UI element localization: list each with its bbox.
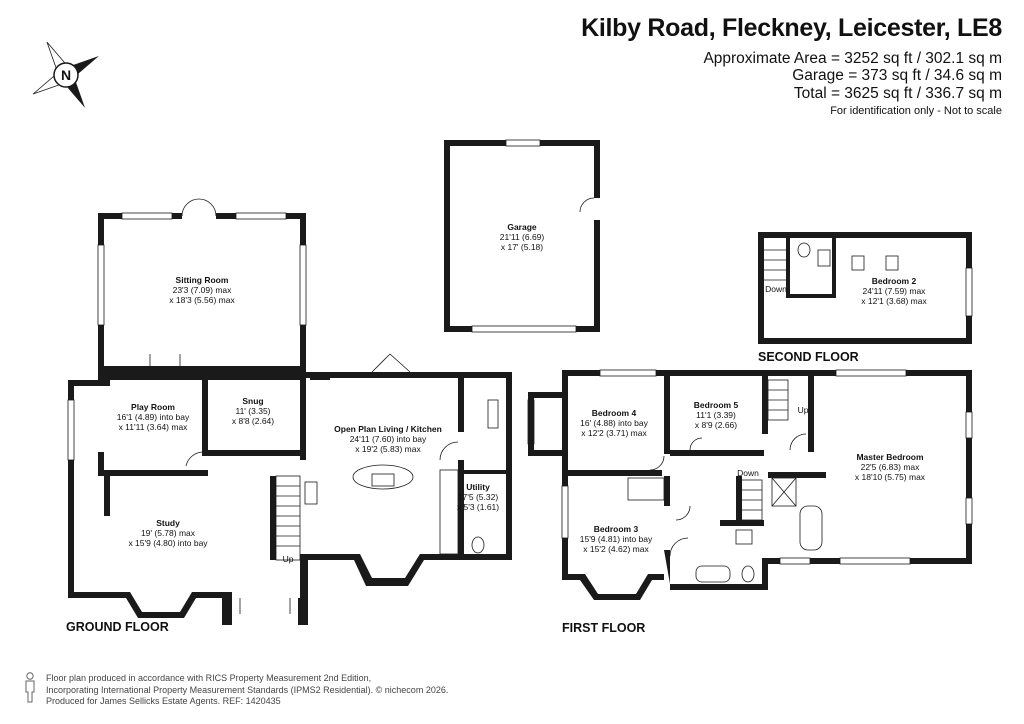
approximate-area: Approximate Area = 3252 sq ft / 302.1 sq…: [703, 50, 1002, 67]
stair-down-label: Down: [765, 284, 787, 294]
garage-area: Garage = 373 sq ft / 34.6 sq m: [792, 67, 1002, 84]
room-dimension: x 17' (5.18): [501, 242, 543, 252]
room-dimension: 19' (5.78) max: [141, 528, 196, 538]
room-bedroom-2: Bedroom 2 24'11 (7.59) max x 12'1 (3.68)…: [861, 276, 927, 306]
room-name: Play Room: [131, 402, 175, 412]
room-master-bedroom: Master Bedroom 22'5 (6.83) max x 18'10 (…: [855, 452, 926, 482]
room-dimension: x 19'2 (5.83) max: [355, 444, 421, 454]
room-dimension: 23'3 (7.09) max: [173, 285, 233, 295]
stair-up-label: Up: [798, 405, 809, 415]
stair-up-label: Up: [283, 554, 294, 564]
person-icon: [25, 672, 35, 703]
room-play-room: Play Room 16'1 (4.89) into bay x 11'11 (…: [117, 402, 190, 432]
room-open-plan: Open Plan Living / Kitchen 24'11 (7.60) …: [334, 424, 442, 454]
room-name: Utility: [466, 482, 490, 492]
first-floor-plan: [527, 369, 973, 600]
room-dimension: 17'5 (5.32): [458, 492, 499, 502]
room-dimension: x 12'2 (3.71) max: [581, 428, 647, 438]
room-dimension: x 8'8 (2.64): [232, 416, 274, 426]
footer: Floor plan produced in accordance with R…: [46, 673, 448, 708]
first-floor-label: FIRST FLOOR: [562, 621, 646, 635]
footer-line: Produced for James Sellicks Estate Agent…: [46, 696, 281, 706]
room-dimension: x 12'1 (3.68) max: [861, 296, 927, 306]
footer-line: Floor plan produced in accordance with R…: [46, 673, 372, 683]
room-dimension: 24'11 (7.59) max: [863, 286, 927, 296]
total-area: Total = 3625 sq ft / 336.7 sq m: [793, 85, 1002, 102]
room-dimension: 16'1 (4.89) into bay: [117, 412, 190, 422]
room-dimension: x 18'10 (5.75) max: [855, 472, 926, 482]
disclaimer: For identification only - Not to scale: [830, 105, 1002, 117]
room-name: Bedroom 4: [592, 408, 637, 418]
page-title: Kilby Road, Fleckney, Leicester, LE8: [581, 14, 1002, 42]
room-dimension: 21'11 (6.69): [500, 232, 545, 242]
room-dimension: 24'11 (7.60) into bay: [350, 434, 427, 444]
room-name: Study: [156, 518, 180, 528]
room-dimension: x 15'2 (4.62) max: [583, 544, 649, 554]
room-dimension: x 18'3 (5.56) max: [169, 295, 235, 305]
ground-floor-plan: [67, 198, 512, 625]
room-bedroom-5: Bedroom 5 11'1 (3.39) x 8'9 (2.66): [694, 400, 739, 430]
room-labels: Sitting Room 23'3 (7.09) max x 18'3 (5.5…: [117, 222, 928, 564]
ground-floor-label: GROUND FLOOR: [66, 620, 169, 634]
room-dimension: 11' (3.35): [235, 406, 270, 416]
room-dimension: 15'9 (4.81) into bay: [580, 534, 653, 544]
footer-line: Incorporating International Property Mea…: [46, 684, 449, 695]
room-snug: Snug 11' (3.35) x 8'8 (2.64): [232, 396, 274, 426]
room-name: Sitting Room: [176, 275, 229, 285]
room-dimension: x 11'11 (3.64) max: [119, 422, 189, 432]
garage-plan: [444, 139, 602, 333]
room-name: Bedroom 5: [694, 400, 739, 410]
second-floor-label: SECOND FLOOR: [758, 350, 859, 364]
room-study: Study 19' (5.78) max x 15'9 (4.80) into …: [128, 518, 208, 548]
room-name: Garage: [507, 222, 537, 232]
room-garage: Garage 21'11 (6.69) x 17' (5.18): [500, 222, 545, 252]
room-dimension: 16' (4.88) into bay: [580, 418, 649, 428]
room-name: Snug: [242, 396, 263, 406]
room-dimension: x 8'9 (2.66): [695, 420, 737, 430]
compass-north-label: N: [61, 67, 71, 83]
room-utility: Utility 17'5 (5.32) x 5'3 (1.61): [457, 482, 499, 512]
room-dimension: x 15'9 (4.80) into bay: [128, 538, 208, 548]
compass-icon: N: [32, 41, 99, 108]
room-bedroom-3: Bedroom 3 15'9 (4.81) into bay x 15'2 (4…: [580, 524, 653, 554]
stair-down-label: Down: [737, 468, 759, 478]
room-dimension: 11'1 (3.39): [696, 410, 736, 420]
room-name: Open Plan Living / Kitchen: [334, 424, 442, 434]
second-floor-plan: [758, 232, 973, 344]
room-name: Master Bedroom: [856, 452, 924, 462]
room-sitting-room: Sitting Room 23'3 (7.09) max x 18'3 (5.5…: [169, 275, 235, 305]
room-dimension: x 5'3 (1.61): [457, 502, 499, 512]
room-dimension: 22'5 (6.83) max: [861, 462, 921, 472]
room-name: Bedroom 2: [872, 276, 917, 286]
room-bedroom-4: Bedroom 4 16' (4.88) into bay x 12'2 (3.…: [580, 408, 649, 438]
room-name: Bedroom 3: [594, 524, 639, 534]
